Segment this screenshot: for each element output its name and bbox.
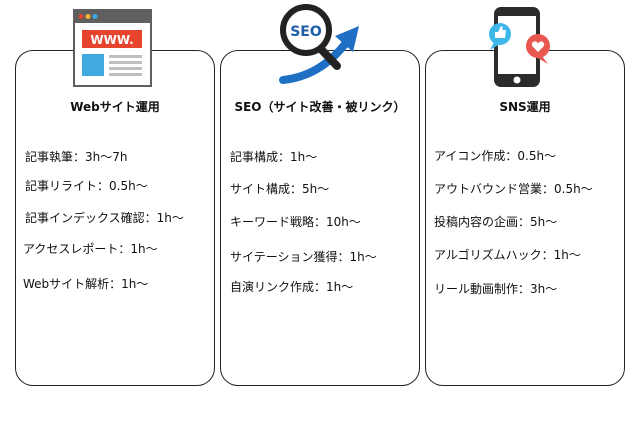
list-item: 記事構成：1h〜 (230, 150, 318, 164)
list-item: 投稿内容の企画：5h〜 (434, 215, 558, 229)
list-item: Webサイト解析：1h〜 (23, 277, 149, 291)
list-item: サイテーション獲得：1h〜 (230, 250, 377, 264)
sns-card-title: SNS運用 (499, 100, 551, 114)
list-item: アウトバウンド営業：0.5h〜 (434, 182, 593, 196)
list-item: アルゴリズムハック：1h〜 (434, 248, 581, 262)
seo-card-title: SEO（サイト改善・被リンク） (234, 100, 406, 114)
list-item: 記事リライト：0.5h〜 (25, 179, 148, 193)
seo-label: SEO (290, 24, 322, 40)
sns-card: SNS運用 アイコン作成：0.5h〜 アウトバウンド営業：0.5h〜 投稿内容の… (425, 50, 625, 386)
seo-magnifier-icon: SEO (279, 4, 359, 84)
list-item: キーワード戦略：10h〜 (230, 215, 361, 229)
smartphone-social-icon (489, 7, 550, 87)
list-item: アイコン作成：0.5h〜 (434, 149, 557, 163)
list-item: サイト構成：5h〜 (230, 182, 330, 196)
web-operation-card: Webサイト運用 記事執筆：3h〜7h 記事リライト：0.5h〜 記事インデック… (15, 50, 215, 386)
seo-card: SEO（サイト改善・被リンク） 記事構成：1h〜 サイト構成：5h〜 キーワード… (220, 50, 420, 386)
list-item: 記事執筆：3h〜7h (25, 150, 128, 164)
www-label: WWW. (90, 33, 133, 47)
list-item: アクセスレポート：1h〜 (23, 242, 158, 256)
list-item: 自演リンク作成：1h〜 (230, 280, 354, 294)
list-item: 記事インデックス確認：1h〜 (25, 211, 184, 225)
browser-window-icon: WWW. (73, 9, 152, 87)
web-card-title: Webサイト運用 (70, 100, 160, 114)
list-item: リール動画制作：3h〜 (434, 282, 558, 296)
